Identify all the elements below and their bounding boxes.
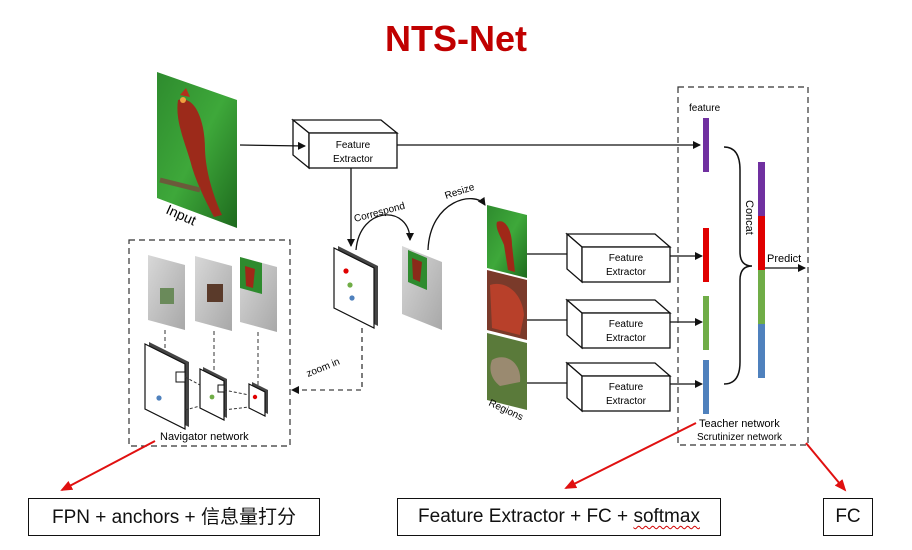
svg-text:Extractor: Extractor xyxy=(606,267,647,278)
scrutinizer-dashed-box xyxy=(677,86,809,446)
svg-text:Feature: Feature xyxy=(609,253,644,264)
correspond-label: Correspond xyxy=(353,201,406,225)
feature-extractor-3: Feature Extractor xyxy=(565,361,672,413)
feature-map-card xyxy=(333,246,378,329)
navigator-anchor-image-2 xyxy=(195,256,232,331)
navigator-anchor-image-3 xyxy=(240,257,277,332)
teacher-callout-arrow xyxy=(564,422,697,489)
navigator-callout-prefix: FPN + anchors + xyxy=(52,507,201,528)
feature-bar-purple xyxy=(703,118,709,172)
page-title: NTS-Net xyxy=(385,18,527,59)
pyramid-layer-2 xyxy=(199,367,227,421)
pyramid-connector-4 xyxy=(223,406,250,411)
svg-text:Extractor: Extractor xyxy=(606,396,647,407)
navigator-callout-cjk: 信息量打分 xyxy=(200,506,296,528)
pyramid-connector-2 xyxy=(184,405,201,411)
svg-text:Feature: Feature xyxy=(609,319,644,330)
correspond-arrow xyxy=(355,214,414,251)
navigator-dashed-box xyxy=(128,239,291,447)
feature-bar-red xyxy=(703,228,709,282)
navigator-callout-box: FPN + anchors + 信息量打分 xyxy=(28,498,320,536)
scrutinizer-network-label: Scrutinizer network xyxy=(697,432,783,443)
pyramid-layer-3 xyxy=(248,382,268,417)
teacher-network-label: Teacher network xyxy=(699,418,780,430)
feature-extractor-top-line2: Extractor xyxy=(333,154,374,165)
cropped-image xyxy=(402,246,442,330)
pyramid-layer-1 xyxy=(144,342,189,430)
input-to-extractor-arrow xyxy=(239,141,306,150)
concat-bar-blue xyxy=(758,324,765,378)
concat-bar-purple xyxy=(758,162,765,216)
scrutinizer-callout-box: FC xyxy=(823,498,873,536)
feature-bar-green xyxy=(703,296,709,350)
region-image-3 xyxy=(487,333,527,410)
feature-bar-blue xyxy=(703,360,709,414)
feature-extractor-top-line1: Feature xyxy=(336,140,371,151)
navigator-network-label: Navigator network xyxy=(160,431,249,443)
concat-bar-red xyxy=(758,216,765,270)
input-image xyxy=(157,72,237,228)
concat-brace xyxy=(723,146,753,385)
resize-arrow xyxy=(427,196,486,251)
zoom-in-path xyxy=(291,328,363,394)
scrutinizer-callout-text: FC xyxy=(835,506,861,527)
zoom-in-label: zoom in xyxy=(305,356,342,379)
teacher-callout-softmax: softmax xyxy=(633,506,700,527)
navigator-callout-arrow xyxy=(60,440,156,491)
feature-extractor-top: Feature Extractor xyxy=(291,118,399,170)
concat-bar-green xyxy=(758,270,765,324)
scrutinizer-callout-arrow xyxy=(805,442,847,492)
feature-extractor-2: Feature Extractor xyxy=(565,298,672,350)
teacher-callout-prefix: Feature Extractor + FC + xyxy=(418,506,634,527)
teacher-callout-box: Feature Extractor + FC + softmax xyxy=(397,498,721,536)
navigator-anchor-image-1 xyxy=(148,255,185,330)
svg-text:Extractor: Extractor xyxy=(606,333,647,344)
pyramid-connector-1 xyxy=(184,376,201,386)
feature-label: feature xyxy=(689,103,721,114)
feature-extractor-1: Feature Extractor xyxy=(565,232,672,284)
concat-label: Concat xyxy=(743,200,755,235)
region-image-1 xyxy=(487,205,527,278)
region-image-2 xyxy=(487,270,527,340)
pyramid-connector-3 xyxy=(223,389,250,396)
svg-text:Feature: Feature xyxy=(609,382,644,393)
predict-label: Predict xyxy=(767,253,801,265)
